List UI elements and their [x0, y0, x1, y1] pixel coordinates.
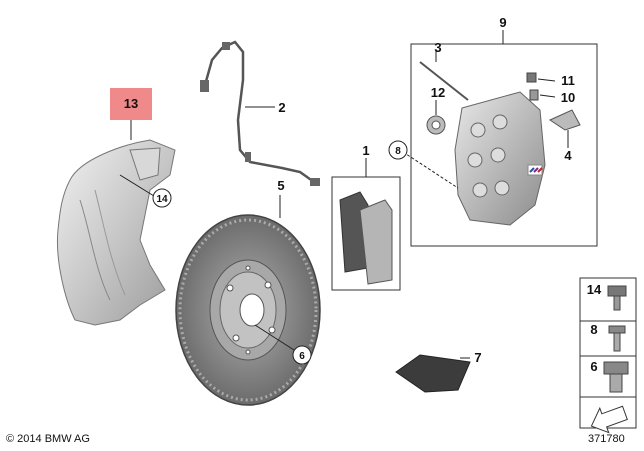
diagram-id: 371780: [588, 433, 625, 445]
callout-14-circle-label: 14: [156, 194, 168, 205]
fastener-legend: [579, 277, 637, 429]
cleaning-pad: [395, 354, 471, 393]
callout-7-label: 7: [474, 350, 481, 365]
callout-11: 11: [561, 73, 575, 88]
brake-disc: [175, 214, 321, 406]
pad-spring: [548, 109, 581, 148]
caliper-screws: [526, 72, 556, 101]
callout-12-label: 12: [431, 85, 445, 100]
legend-item-8-label: 8: [590, 322, 597, 337]
callout-5-label: 5: [277, 178, 284, 193]
callout-14-circle: 14: [119, 174, 172, 208]
copyright-notice: © 2014 BMW AG: [6, 433, 90, 445]
callout-1: 1: [362, 143, 370, 177]
callout-10-label: 10: [561, 90, 575, 105]
wear-sensor: [200, 40, 320, 186]
legend-item-8: 8: [590, 322, 626, 352]
callout-13: 13: [110, 88, 152, 140]
direction-arrow-icon: [590, 405, 628, 434]
callout-2-label: 2: [278, 100, 285, 115]
callout-1-label: 1: [362, 143, 369, 158]
callout-3: 3: [434, 40, 441, 55]
legend-item-14: 14: [587, 282, 627, 311]
brake-caliper: [454, 91, 546, 226]
callout-8-circle: 8: [388, 140, 459, 189]
legend-item-14-label: 14: [587, 282, 602, 297]
callout-9: 9: [499, 15, 506, 30]
callout-11-label: 11: [561, 73, 575, 88]
callout-6-circle: 6: [254, 324, 312, 365]
bleed-cap: [426, 100, 446, 135]
callout-4-label: 4: [564, 148, 572, 163]
callout-2: 2: [245, 100, 286, 115]
callout-6-circle-label: 6: [299, 351, 305, 362]
callout-7: 7: [474, 350, 481, 365]
legend-item-6-label: 6: [590, 359, 597, 374]
callout-9-label: 9: [499, 15, 506, 30]
brake-pads: [331, 176, 401, 291]
callout-4: 4: [564, 148, 572, 163]
callout-8-circle-label: 8: [395, 146, 401, 157]
legend-item-6: 6: [590, 359, 629, 393]
callout-12: 12: [431, 85, 445, 100]
callout-13-label: 13: [124, 96, 138, 111]
callout-3-label: 3: [434, 40, 441, 55]
bleed-bolt: [419, 50, 469, 101]
brake-shield: [56, 139, 176, 326]
callout-10: 10: [561, 90, 575, 105]
callout-5: 5: [277, 178, 285, 218]
